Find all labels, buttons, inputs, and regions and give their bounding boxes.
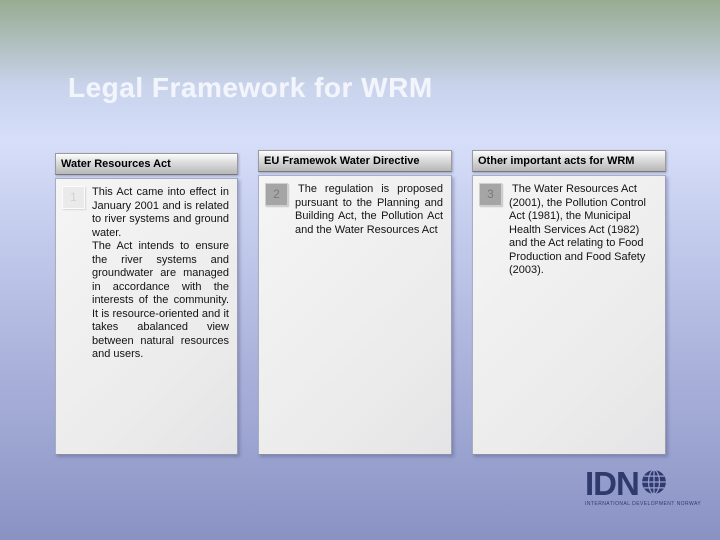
column-other-acts: Other important acts for WRM 3 The Water… [472, 150, 666, 455]
number-badge: 2 [265, 183, 288, 206]
globe-icon [641, 469, 667, 500]
column-eu-framework-directive: EU Framewok Water Directive 2 The regula… [258, 150, 452, 455]
paragraph: The Water Resources Act (2001), the Poll… [509, 183, 646, 276]
paragraph: This Act came into effect in January 200… [92, 186, 229, 239]
column-header: EU Framewok Water Directive [258, 150, 452, 172]
column-body: The Water Resources Act (2001), the Poll… [508, 176, 665, 278]
idn-logo-text: IDN [585, 465, 640, 502]
column-body: The regulation is proposed pursuant to t… [294, 176, 451, 237]
idn-logo: IDN INTERNATIONAL DEVELOPMENT NORWAY [585, 465, 705, 507]
paragraph: The Act intends to ensure the river syst… [92, 240, 229, 360]
number-badge: 1 [62, 186, 85, 209]
column-header: Water Resources Act [55, 153, 238, 175]
column-card: 2 The regulation is proposed pursuant to… [258, 175, 452, 455]
paragraph: The regulation is proposed pursuant to t… [295, 183, 443, 236]
column-body: This Act came into effect in January 200… [91, 179, 237, 362]
slide-title: Legal Framework for WRM [68, 72, 433, 103]
column-card: 1 This Act came into effect in January 2… [55, 178, 238, 455]
column-card: 3 The Water Resources Act (2001), the Po… [472, 175, 666, 455]
number-badge: 3 [479, 183, 502, 206]
column-header: Other important acts for WRM [472, 150, 666, 172]
idn-logo-tagline: INTERNATIONAL DEVELOPMENT NORWAY [585, 501, 702, 507]
column-water-resources-act: Water Resources Act 1 This Act came into… [55, 153, 238, 455]
